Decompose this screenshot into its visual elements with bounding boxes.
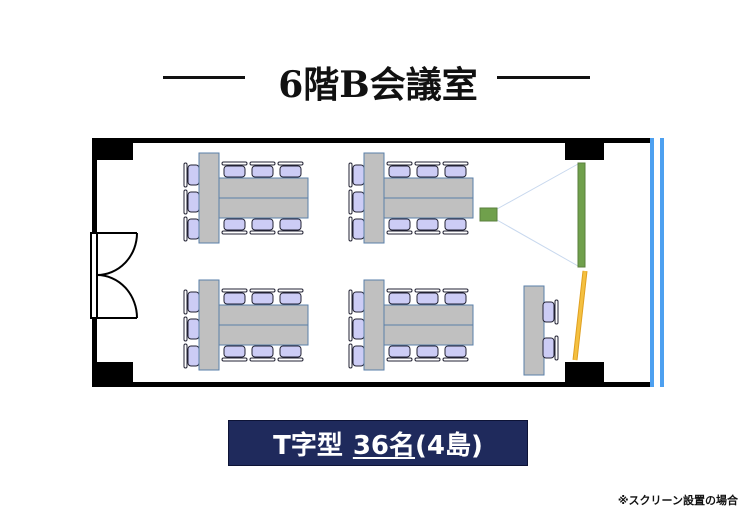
layout-type: T字型 bbox=[273, 430, 343, 461]
chair bbox=[183, 162, 200, 188]
screen-note: ※スクリーン設置の場合 bbox=[617, 494, 738, 507]
table bbox=[218, 304, 309, 326]
islands: (4島) bbox=[415, 430, 483, 461]
chair bbox=[386, 288, 413, 305]
capacity: 36名 bbox=[352, 430, 416, 461]
table bbox=[383, 177, 474, 199]
table-island bbox=[348, 279, 474, 371]
chair bbox=[348, 162, 365, 188]
chair bbox=[414, 345, 441, 362]
chair bbox=[249, 345, 276, 362]
title-rule-right bbox=[497, 76, 590, 79]
table bbox=[383, 324, 474, 346]
chair bbox=[249, 218, 276, 235]
window bbox=[650, 138, 664, 387]
chair bbox=[414, 218, 441, 235]
page-title: 6階B会議室 bbox=[278, 64, 478, 106]
presenter-table bbox=[523, 285, 559, 376]
pillar bbox=[92, 362, 133, 387]
table bbox=[198, 279, 220, 371]
table bbox=[218, 197, 309, 219]
title-rule-left bbox=[163, 76, 245, 79]
pillar bbox=[565, 138, 604, 160]
table bbox=[198, 152, 220, 244]
projector-beam bbox=[496, 163, 579, 267]
chair bbox=[277, 288, 304, 305]
chair bbox=[221, 288, 248, 305]
table bbox=[383, 197, 474, 219]
screen bbox=[577, 162, 586, 268]
chair bbox=[221, 345, 248, 362]
table bbox=[523, 285, 545, 376]
chair bbox=[386, 218, 413, 235]
chair bbox=[348, 216, 365, 242]
chair bbox=[442, 345, 469, 362]
chair bbox=[249, 288, 276, 305]
walls bbox=[92, 138, 650, 387]
chair bbox=[249, 161, 276, 178]
table bbox=[218, 324, 309, 346]
table bbox=[363, 152, 385, 244]
chair bbox=[277, 345, 304, 362]
chair bbox=[414, 161, 441, 178]
chair bbox=[442, 288, 469, 305]
chair bbox=[348, 189, 365, 215]
chair bbox=[414, 288, 441, 305]
pillar bbox=[92, 138, 133, 160]
chair bbox=[183, 189, 200, 215]
chair bbox=[183, 289, 200, 315]
chair bbox=[221, 218, 248, 235]
layout-caption: T字型 36名(4島) bbox=[228, 420, 528, 466]
chair bbox=[221, 161, 248, 178]
chair bbox=[542, 299, 559, 325]
table-island bbox=[183, 152, 309, 244]
table-island bbox=[183, 279, 309, 371]
chair bbox=[348, 343, 365, 369]
chair bbox=[442, 218, 469, 235]
door bbox=[90, 232, 138, 319]
chair bbox=[386, 345, 413, 362]
table bbox=[218, 177, 309, 199]
table bbox=[383, 304, 474, 326]
table-island bbox=[348, 152, 474, 244]
chair bbox=[277, 161, 304, 178]
chair bbox=[183, 316, 200, 342]
chair bbox=[542, 335, 559, 361]
chair bbox=[183, 343, 200, 369]
chair bbox=[386, 161, 413, 178]
chair bbox=[348, 316, 365, 342]
chair bbox=[277, 218, 304, 235]
table bbox=[363, 279, 385, 371]
chair bbox=[183, 216, 200, 242]
pillar bbox=[565, 362, 604, 387]
chair bbox=[442, 161, 469, 178]
chair bbox=[348, 289, 365, 315]
projector bbox=[479, 207, 498, 222]
